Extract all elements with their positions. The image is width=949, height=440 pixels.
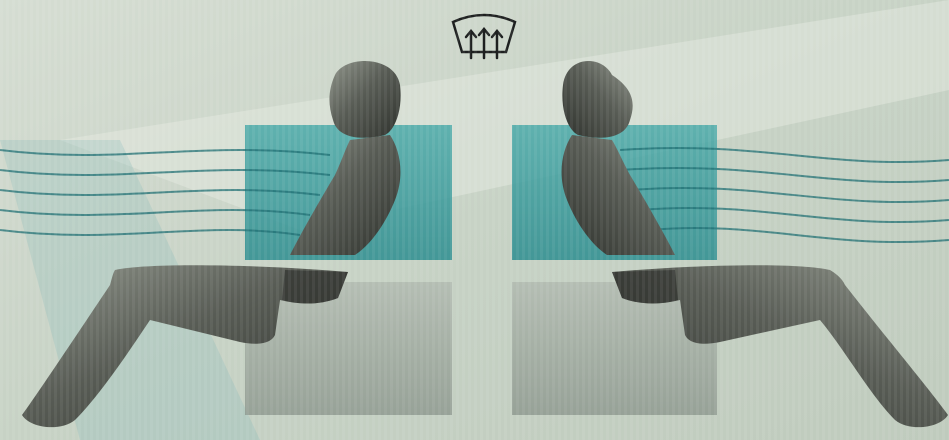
ventilation-diagram — [0, 0, 949, 440]
scene-svg — [0, 0, 949, 440]
texture-overlay — [0, 0, 949, 440]
